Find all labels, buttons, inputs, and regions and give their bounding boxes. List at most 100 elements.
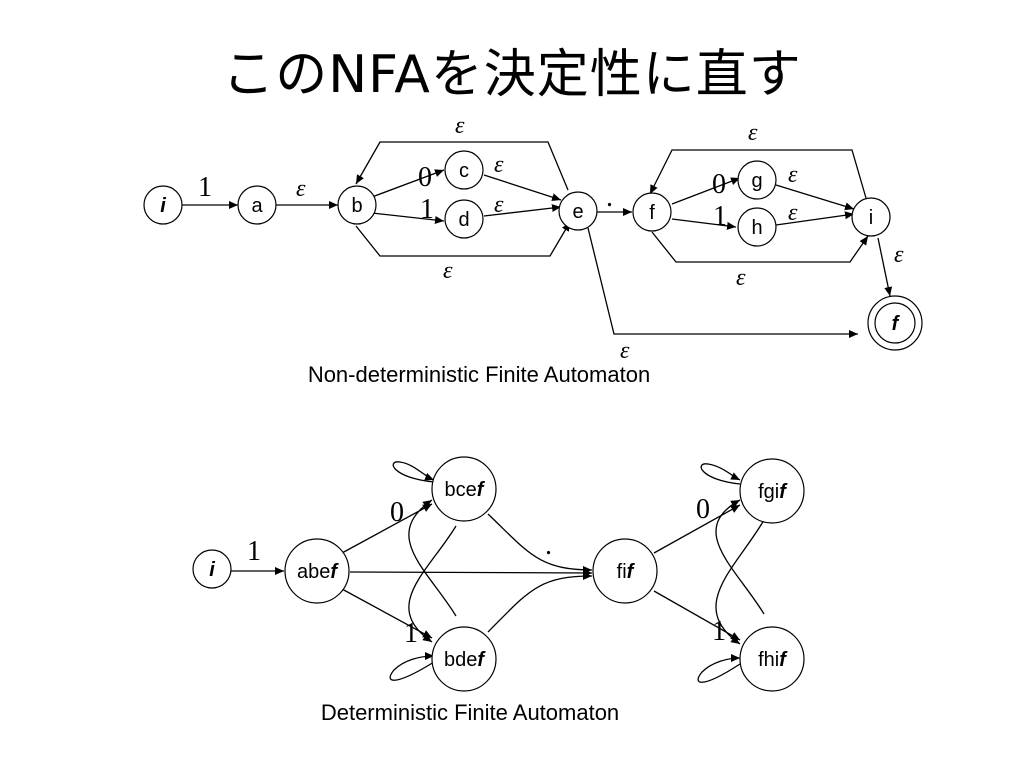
dfa-label-fhif-bold: f xyxy=(779,649,788,671)
dfa-node-fgif xyxy=(739,458,805,524)
nfa-edge-f-g xyxy=(671,177,741,205)
dfa-edge-bdef-bcef xyxy=(408,499,457,617)
dfa-label-i: i xyxy=(209,559,215,581)
dfa-label-bcef: bcef xyxy=(445,479,486,501)
dfa-edge-fif-fgif xyxy=(653,504,741,554)
nfa-sym-eps-if: ε xyxy=(748,120,758,146)
nfa-edge-f-h xyxy=(671,218,737,230)
nfa-label-e: e xyxy=(572,201,583,223)
nfa-diagram: i a b c d e f g h i f 1 ε 0 1 ε ε ε ε . … xyxy=(143,113,923,387)
dfa-node-fhif xyxy=(739,626,805,692)
nfa-sym-eps-ab: ε xyxy=(296,176,306,202)
dfa-label-abef: abef xyxy=(297,561,339,583)
dfa-node-abef xyxy=(284,538,350,604)
nfa-sym-eps-fi: ε xyxy=(736,265,746,291)
dfa-sym-dot-fif: . xyxy=(545,530,552,561)
dfa-edge-bdef-fif xyxy=(487,572,593,633)
nfa-label-b: b xyxy=(351,195,362,217)
nfa-label-h: h xyxy=(751,217,762,239)
nfa-sym-eps-ce: ε xyxy=(494,152,504,178)
dfa-label-abef-main: abe xyxy=(297,561,330,583)
nfa-label-c: c xyxy=(459,160,469,182)
dfa-label-bdef-bold: f xyxy=(477,649,486,671)
dfa-label-bcef-bold: f xyxy=(477,479,486,501)
nfa-sym-1-fh: 1 xyxy=(713,201,727,232)
dfa-edge-fgif-fhif xyxy=(715,519,765,645)
nfa-edge-b-c xyxy=(371,169,445,198)
dfa-label-bdef: bdef xyxy=(444,649,486,671)
nfa-edge-f-i-bypass xyxy=(651,231,869,263)
nfa-sym-eps-ifinal: ε xyxy=(894,242,904,268)
nfa-edge-b-d xyxy=(371,212,445,224)
dfa-label-bcef-main: bce xyxy=(445,479,477,501)
nfa-node-final-inner xyxy=(874,302,916,344)
nfa-node-g xyxy=(737,160,777,200)
page-title: このNFAを決定性に直す xyxy=(222,45,802,105)
nfa-node-h xyxy=(737,207,777,247)
nfa-node-d xyxy=(444,199,484,239)
dfa-sym-0-fif-fgif: 0 xyxy=(696,494,710,525)
dfa-diagram: i abef bcef bdef fif fgif fhif 1 0 1 . 0… xyxy=(192,456,805,725)
nfa-edge-h-i xyxy=(775,211,855,226)
dfa-label-fgif-bold: f xyxy=(779,481,788,503)
dfa-edge-bcef-fif xyxy=(487,513,593,574)
nfa-edge-g-i xyxy=(775,184,855,211)
nfa-label-g: g xyxy=(751,170,762,192)
nfa-sym-eps-hi: ε xyxy=(788,200,798,226)
nfa-sym-dot-ef: . xyxy=(606,182,613,213)
dfa-edge-bdef-self xyxy=(389,652,435,681)
dfa-edge-abef-fif xyxy=(349,568,593,577)
nfa-sym-eps-gi: ε xyxy=(788,162,798,188)
nfa-node-i xyxy=(143,185,183,225)
nfa-sym-eps-efinal: ε xyxy=(620,338,630,364)
dfa-node-bcef xyxy=(431,456,497,522)
dfa-sym-1-fif-fhif: 1 xyxy=(712,616,726,647)
nfa-sym-0-bc: 0 xyxy=(418,162,432,193)
nfa-node-iq xyxy=(851,197,891,237)
nfa-node-c xyxy=(444,150,484,190)
dfa-node-i xyxy=(192,549,232,589)
dfa-edge-fhif-self xyxy=(697,654,741,683)
nfa-node-f xyxy=(632,192,672,232)
nfa-edge-i-f-loop xyxy=(649,149,867,199)
nfa-sym-eps-eb: ε xyxy=(455,113,465,139)
dfa-label-abef-bold: f xyxy=(330,561,339,583)
dfa-sym-1-i-abef: 1 xyxy=(247,536,261,567)
nfa-sym-0-fg: 0 xyxy=(712,169,726,200)
dfa-label-fif-bold: f xyxy=(627,561,636,583)
dfa-edge-abef-bcef xyxy=(341,503,433,554)
dfa-label-fgif: fgif xyxy=(758,481,788,503)
dfa-edge-fgif-self xyxy=(700,463,741,485)
nfa-label-a: a xyxy=(251,195,263,217)
dfa-label-fif-main: fi xyxy=(617,561,627,583)
dfa-sym-0-abef-bcef: 0 xyxy=(390,497,404,528)
dfa-edge-abef-bdef xyxy=(341,588,433,639)
nfa-sym-1-ia: 1 xyxy=(198,172,212,203)
nfa-label-d: d xyxy=(458,209,469,231)
nfa-node-b xyxy=(337,185,377,225)
nfa-edge-d-e xyxy=(483,204,562,217)
nfa-label-final: f xyxy=(892,313,901,335)
nfa-sym-1-bd: 1 xyxy=(420,194,434,225)
dfa-sym-1-abef-bdef: 1 xyxy=(404,618,418,649)
nfa-edge-i-final xyxy=(877,237,893,297)
nfa-sym-eps-de: ε xyxy=(494,192,504,218)
dfa-node-bdef xyxy=(431,626,497,692)
nfa-caption: Non-deterministic Finite Automaton xyxy=(308,362,650,387)
nfa-edge-c-e xyxy=(483,174,562,202)
nfa-node-a xyxy=(237,185,277,225)
nfa-edge-e-final-bypass xyxy=(587,227,858,338)
dfa-edge-fhif-fgif xyxy=(715,499,765,615)
dfa-label-fgif-main: fgi xyxy=(758,481,779,503)
dfa-label-fhif-main: fhi xyxy=(758,649,779,671)
nfa-label-i: i xyxy=(160,195,166,217)
nfa-label-iq: i xyxy=(869,207,873,229)
dfa-node-fif xyxy=(592,538,658,604)
dfa-label-fhif: fhif xyxy=(758,649,788,671)
dfa-caption: Deterministic Finite Automaton xyxy=(321,700,619,725)
nfa-edge-b-e-bypass xyxy=(355,221,571,257)
nfa-edge-e-b-loop xyxy=(355,141,569,191)
nfa-sym-eps-be: ε xyxy=(443,258,453,284)
dfa-edge-bcef-self xyxy=(392,461,435,483)
